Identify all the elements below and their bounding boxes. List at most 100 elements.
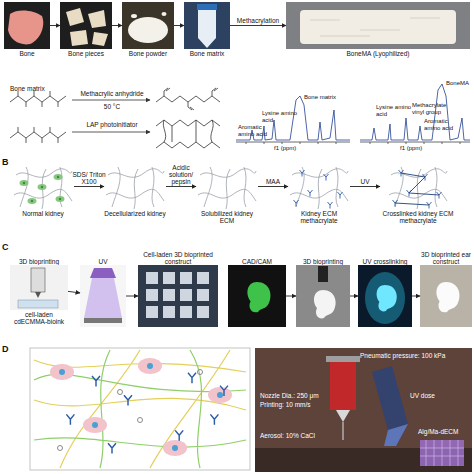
photo-tile bbox=[12, 164, 74, 209]
matrix-stage: Crosslinked kidney ECM methacrylate bbox=[380, 164, 456, 238]
edge-label: SDS/ Triton X100 bbox=[69, 170, 109, 184]
node-label: 3D bioprinting bbox=[10, 258, 68, 265]
photo-step: Bone pieces bbox=[60, 2, 112, 62]
process-step: UV crosslinking bbox=[358, 248, 412, 328]
bioink-syringe bbox=[18, 268, 58, 308]
process-step: 3D bioprinting bbox=[296, 248, 350, 328]
matrix-stage: Normal kidney bbox=[12, 164, 74, 238]
annotation-label: LAP photoinitiator bbox=[72, 121, 152, 128]
node-label: Solubilized kidney ECM bbox=[196, 210, 258, 224]
photo-tile bbox=[286, 2, 470, 49]
flow-arrow bbox=[230, 25, 286, 26]
nmr-spectrum bbox=[236, 84, 470, 144]
process-step: Cell-laden 3D bioprinted construct bbox=[138, 248, 218, 328]
annotation-label: BoneMA bbox=[446, 80, 474, 87]
flow-arrow bbox=[74, 186, 104, 187]
panel-letter: C bbox=[2, 243, 14, 253]
node-label: Bone pieces bbox=[60, 50, 112, 57]
annotation-label: 50 °C bbox=[92, 103, 132, 110]
annotation-label: Methacrylate vinyl group bbox=[412, 102, 446, 115]
annotation-label: Printing: 10 mm/s bbox=[260, 401, 330, 408]
annotation-label: Lysine amino acid bbox=[262, 110, 306, 123]
photo-tile bbox=[296, 265, 350, 327]
bone-pieces-photo bbox=[66, 8, 108, 46]
flow-arrow bbox=[126, 296, 138, 297]
photo-tile bbox=[80, 265, 126, 327]
matrix-stage: Decellularized kidney bbox=[104, 164, 166, 238]
hydrogel-schematic bbox=[30, 348, 250, 470]
uv-lamp bbox=[84, 268, 122, 323]
node-label: Kidney ECM methacrylate bbox=[288, 210, 350, 224]
photo-tile bbox=[288, 164, 350, 209]
photo-step: Bone powder bbox=[122, 2, 174, 62]
panel-letter: D bbox=[2, 345, 14, 355]
flow-arrow bbox=[112, 25, 122, 26]
flow-arrow bbox=[412, 296, 420, 297]
bonema-photo bbox=[300, 10, 456, 44]
annotation-label: Lysine amino acid bbox=[376, 104, 416, 117]
cad-ear bbox=[247, 282, 270, 312]
photo-tile bbox=[10, 265, 68, 310]
flow-arrow bbox=[174, 25, 184, 26]
photo-tile bbox=[380, 164, 456, 209]
photo-tile bbox=[196, 164, 258, 209]
bone-powder-photo bbox=[128, 12, 168, 43]
photo-tile bbox=[4, 2, 50, 49]
annotation-label: UV dose bbox=[410, 392, 450, 399]
annotation-label: Alg/Ma-dECM bbox=[418, 428, 472, 435]
annotation-label: Nozzle Dia.: 250 μm bbox=[260, 392, 330, 399]
node-label: Crosslinked kidney ECM methacrylate bbox=[380, 210, 456, 224]
bone-photo bbox=[8, 10, 43, 44]
photo-step: Bone matrix bbox=[184, 2, 230, 62]
flow-arrow bbox=[68, 291, 80, 293]
photo-step: Bone bbox=[4, 2, 50, 62]
flow-arrow bbox=[350, 186, 380, 187]
edge-label: Methacrylation bbox=[227, 16, 289, 23]
node-label: BoneMA (Lyophilized) bbox=[286, 50, 470, 57]
matrix-stage: Kidney ECM methacrylate bbox=[288, 164, 350, 238]
printing-ear bbox=[314, 266, 336, 318]
annotation-label: f1 (ppm) bbox=[400, 145, 440, 152]
flow-arrow bbox=[166, 186, 196, 187]
edge-label: MAA bbox=[253, 177, 293, 184]
matrix-stage: Solubilized kidney ECM bbox=[196, 164, 258, 238]
flow-arrow bbox=[50, 25, 60, 26]
annotation-label: Aromatic amino acid bbox=[424, 118, 464, 131]
process-step: CAD/CAM bbox=[228, 248, 286, 328]
process-step: UV bbox=[80, 248, 126, 328]
photo-tile bbox=[104, 164, 166, 209]
node-label: CAD/CAM bbox=[228, 258, 286, 265]
annotation-label: Aerosol: 10% CaCl bbox=[260, 432, 340, 439]
node-label: Decellularized kidney bbox=[104, 210, 166, 217]
edge-label: UV bbox=[345, 177, 385, 184]
annotation-label: f1 (ppm) bbox=[274, 145, 314, 152]
tube-photo bbox=[197, 4, 217, 48]
photo-tile bbox=[122, 2, 174, 49]
photo-tile bbox=[138, 265, 218, 327]
photo-tile bbox=[358, 265, 412, 327]
node-label: 3D bioprinted ear construct bbox=[420, 251, 472, 265]
photo-tile bbox=[60, 2, 112, 49]
node-label: cell-laden cdECMMA-bioink bbox=[10, 311, 68, 325]
annotation-label: Methacrylic anhydride bbox=[72, 90, 152, 97]
process-step: 3D bioprinted ear construct bbox=[420, 248, 472, 328]
node-label: UV crosslinking bbox=[358, 258, 412, 265]
annotation-label: Bone matrix bbox=[304, 94, 350, 101]
node-label: Bone powder bbox=[122, 50, 174, 57]
process-step: 3D bioprinting cell-laden cdECMMA-bioink bbox=[10, 248, 68, 328]
edge-label: Acidic solution/ pepsin bbox=[161, 163, 201, 184]
printed-ear bbox=[436, 282, 459, 312]
photo-tile bbox=[228, 265, 286, 327]
panel-letter: B bbox=[2, 158, 14, 168]
photo-tile bbox=[420, 265, 472, 327]
photo-tile bbox=[184, 2, 230, 49]
well-plate bbox=[144, 270, 212, 321]
flow-arrow bbox=[286, 296, 296, 297]
node-label: Bone matrix bbox=[184, 50, 230, 57]
node-label: Bone bbox=[4, 50, 50, 57]
uv-ear bbox=[365, 272, 405, 324]
flow-arrow bbox=[258, 186, 288, 187]
